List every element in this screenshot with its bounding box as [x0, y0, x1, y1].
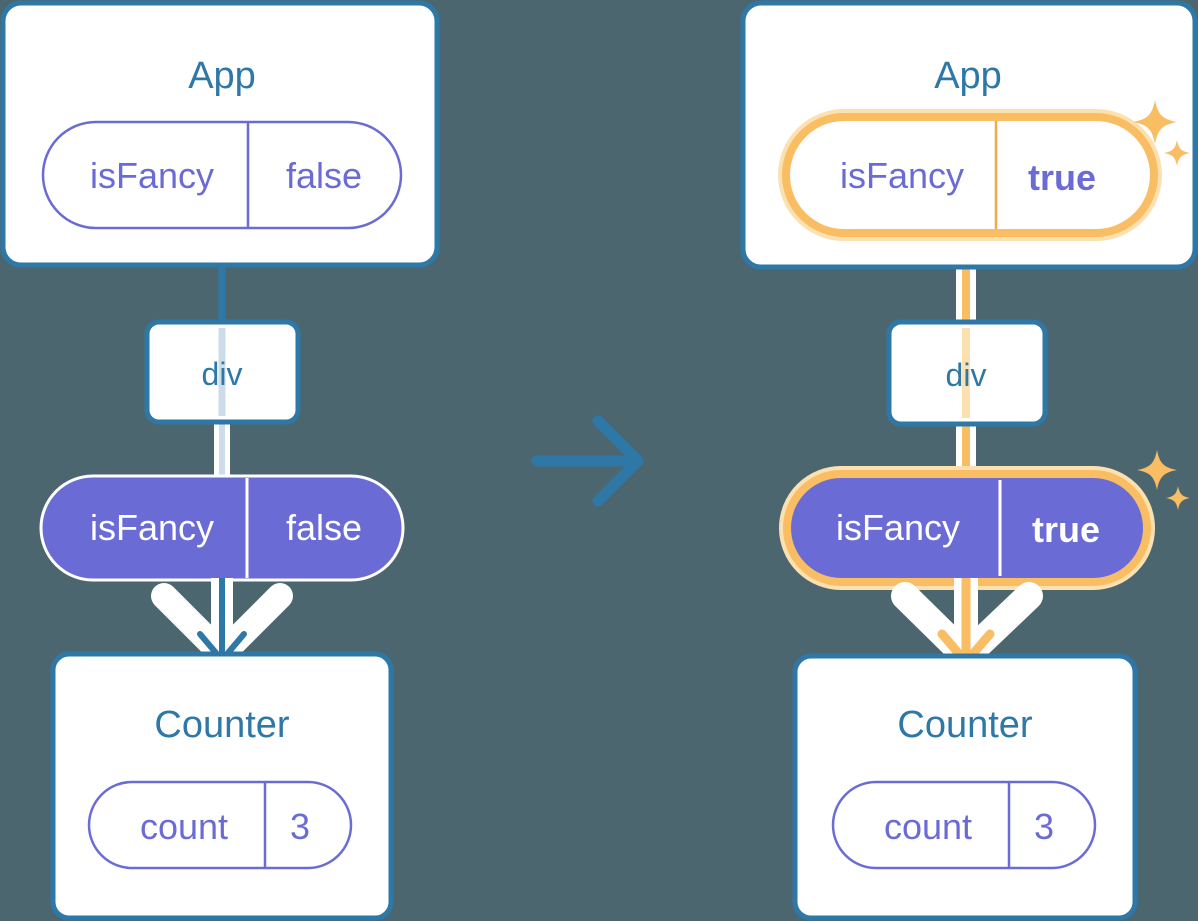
app-state-pill-after: isFancy true — [778, 109, 1162, 241]
app-state-pill-value: false — [286, 155, 362, 196]
prop-pill-before: isFancy false — [39, 474, 405, 582]
div-label: div — [202, 356, 243, 392]
prop-pill-after: isFancy true — [779, 466, 1155, 590]
app-state-pill-outline — [41, 120, 403, 230]
counter-state-pill: count 3 — [87, 780, 353, 870]
app-state-pill-key-after: isFancy — [840, 155, 964, 196]
app-state-pill: isFancy false — [41, 120, 403, 230]
div-label-after: div — [946, 357, 987, 393]
counter-state-pill-value-after: 3 — [1034, 806, 1054, 847]
transition-arrow-head — [592, 415, 644, 507]
counter-title: Counter — [154, 704, 290, 746]
sparkle-small-bottom-icon — [1166, 486, 1190, 510]
sparkle-large-bottom-icon — [1137, 450, 1177, 490]
counter-state-pill-key-after: count — [884, 806, 972, 847]
counter-title-after: Counter — [897, 704, 1033, 746]
div-box-after: div — [886, 319, 1048, 427]
panel-before: App isFancy false div isFancy false — [0, 0, 440, 921]
app-title: App — [188, 55, 256, 97]
app-state-pill-value-after: true — [1028, 157, 1096, 198]
counter-state-pill-outline-after — [831, 780, 1097, 870]
flow-arrow-before — [151, 578, 293, 667]
app-state-pill-ring — [782, 113, 1158, 237]
app-box-after: App isFancy true — [740, 0, 1198, 270]
counter-state-pill-after: count 3 — [831, 780, 1097, 870]
panel-after: App isFancy true div isFancy true — [740, 0, 1198, 921]
app-box-before: App isFancy false — [0, 0, 440, 268]
prop-pill-key: isFancy — [90, 507, 214, 548]
counter-box-after: Counter count 3 — [792, 653, 1138, 921]
flow-arrow-after — [891, 578, 1043, 670]
prop-pill-value-after: true — [1032, 509, 1100, 550]
counter-box-before: Counter count 3 — [50, 651, 394, 921]
div-box-before: div — [144, 319, 301, 425]
app-state-pill-key: isFancy — [90, 155, 214, 196]
counter-state-pill-value: 3 — [290, 806, 310, 847]
prop-pill-key-after: isFancy — [836, 507, 960, 548]
app-title-after: App — [934, 55, 1002, 97]
counter-state-pill-outline — [87, 780, 353, 870]
prop-pill-value: false — [286, 507, 362, 548]
transition-arrow — [531, 415, 644, 507]
counter-state-pill-key: count — [140, 806, 228, 847]
